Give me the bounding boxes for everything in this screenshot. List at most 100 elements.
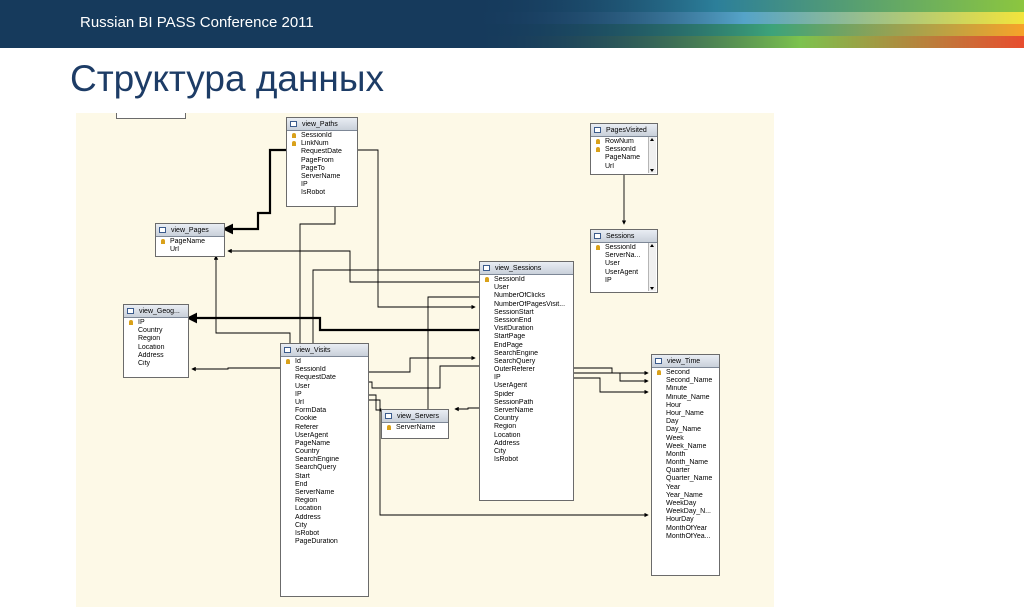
field[interactable]: Second — [652, 369, 719, 377]
field[interactable]: Year_Name — [666, 491, 703, 499]
field[interactable]: ServerName — [494, 407, 534, 414]
field[interactable]: RequestDate — [295, 374, 336, 382]
field[interactable]: IP — [124, 319, 188, 327]
field[interactable]: PageName — [156, 238, 224, 246]
field[interactable]: Cookie — [295, 415, 317, 423]
field[interactable]: OuterReferer — [494, 366, 535, 374]
field[interactable]: Quarter_Name — [666, 475, 713, 483]
field[interactable]: City — [138, 359, 151, 367]
field[interactable]: PageName — [295, 439, 331, 447]
field[interactable]: IP — [605, 276, 612, 284]
table-header[interactable]: view_Geog... — [124, 305, 188, 318]
field[interactable]: MonthOfYear — [666, 524, 707, 532]
field[interactable]: ServerNa... — [605, 252, 641, 260]
field[interactable]: SearchQuery — [494, 357, 536, 365]
field[interactable]: SearchEngine — [494, 349, 538, 357]
field[interactable]: NumberOfClicks — [494, 292, 545, 300]
field[interactable]: Url — [295, 398, 304, 406]
table-pages-visited[interactable]: PagesVisited RowNum SessionId PageName U… — [590, 123, 658, 175]
field[interactable]: IP — [494, 374, 501, 382]
table-view-sessions[interactable]: view_Sessions SessionId User NumberOfCli… — [479, 261, 574, 501]
table-header[interactable]: view_Paths — [287, 118, 357, 131]
table-header[interactable]: view_Sessions — [480, 262, 573, 275]
field[interactable]: SearchQuery — [295, 464, 337, 472]
field[interactable]: Hour_Name — [666, 409, 704, 417]
field[interactable]: PageDuration — [295, 538, 338, 546]
field[interactable]: PageTo — [301, 164, 325, 172]
field[interactable]: Address — [494, 439, 520, 447]
field[interactable]: Country — [295, 448, 320, 456]
field[interactable]: ServerName — [301, 172, 341, 180]
field[interactable]: Region — [295, 497, 318, 505]
field[interactable]: User — [605, 260, 620, 268]
table-view-pages[interactable]: view_Pages PageName Url — [155, 223, 225, 257]
field[interactable]: UserAgent — [494, 382, 528, 390]
field[interactable]: RequestDate — [301, 148, 342, 156]
table-header[interactable]: view_Visits — [281, 344, 368, 357]
field[interactable]: Week — [666, 434, 684, 442]
field[interactable]: Address — [295, 513, 321, 521]
field[interactable]: VisitDuration — [494, 325, 534, 333]
table-sessions[interactable]: Sessions SessionId ServerNa... User User… — [590, 229, 658, 293]
field[interactable]: Second_Name — [666, 377, 713, 385]
field[interactable]: MonthOfYea... — [666, 532, 711, 540]
table-header[interactable]: view_Time — [652, 355, 719, 368]
table-view-paths[interactable]: view_Paths SessionId LinkNum RequestDate… — [286, 117, 358, 207]
field[interactable]: Spider — [494, 390, 515, 398]
field[interactable]: Quarter — [666, 467, 690, 475]
table-scrollbar[interactable] — [648, 137, 656, 173]
field[interactable]: Day_Name — [666, 426, 702, 434]
field[interactable]: City — [494, 447, 507, 455]
field[interactable]: Year — [666, 483, 681, 491]
field[interactable]: Address — [138, 351, 164, 359]
field[interactable]: Id — [281, 358, 368, 366]
field[interactable]: SessionId — [287, 132, 357, 140]
field[interactable]: Minute — [666, 385, 688, 393]
table-header[interactable]: PagesVisited — [591, 124, 657, 137]
field[interactable]: SessionId — [591, 244, 657, 252]
field[interactable]: Location — [138, 343, 165, 351]
field[interactable]: Region — [138, 335, 161, 343]
field[interactable]: Location — [494, 431, 521, 439]
field[interactable]: SessionEnd — [494, 316, 532, 324]
field[interactable]: PageFrom — [301, 156, 334, 164]
field[interactable]: Day — [666, 418, 679, 426]
field[interactable]: IP — [301, 181, 308, 189]
field[interactable]: Country — [138, 327, 163, 335]
field[interactable]: Minute_Name — [666, 393, 710, 401]
field[interactable]: ServerName — [382, 424, 448, 432]
field[interactable]: Region — [494, 423, 517, 431]
field[interactable]: User — [295, 382, 310, 390]
table-view-time[interactable]: view_Time Second Second_Name Minute Minu… — [651, 354, 720, 576]
field[interactable]: NumberOfPagesVisit... — [494, 300, 566, 308]
field[interactable]: WeekDay — [666, 500, 697, 507]
table-header[interactable]: view_Servers — [382, 410, 448, 423]
field[interactable]: SessionPath — [494, 398, 534, 406]
field[interactable]: Url — [170, 246, 179, 254]
field[interactable]: City — [295, 521, 308, 529]
field[interactable]: WeekDay_N... — [666, 508, 711, 516]
field[interactable]: User — [494, 284, 509, 292]
field[interactable]: SessionId — [295, 366, 326, 374]
field[interactable]: SessionId — [591, 146, 657, 154]
field[interactable]: Location — [295, 505, 322, 513]
field[interactable]: IsRobot — [494, 456, 519, 464]
table-header[interactable]: Sessions — [591, 230, 657, 243]
field[interactable]: SessionStart — [494, 308, 534, 316]
field[interactable]: RowNum — [591, 138, 657, 146]
field[interactable]: ServerName — [295, 489, 335, 496]
field[interactable]: IsRobot — [295, 529, 320, 537]
field[interactable]: IsRobot — [301, 189, 326, 197]
field[interactable]: Url — [605, 162, 614, 170]
field[interactable]: End — [295, 480, 308, 488]
field[interactable]: UserAgent — [295, 431, 329, 439]
field[interactable]: Country — [494, 415, 519, 423]
field[interactable]: IP — [295, 390, 302, 398]
table-view-servers[interactable]: view_Servers ServerName — [381, 409, 449, 439]
field[interactable]: StartPage — [494, 333, 526, 341]
field[interactable]: Start — [295, 472, 310, 480]
table-scrollbar[interactable] — [648, 243, 656, 291]
field[interactable]: Hour — [666, 401, 682, 409]
field[interactable]: PageName — [605, 154, 641, 162]
field[interactable]: Week_Name — [666, 442, 707, 450]
